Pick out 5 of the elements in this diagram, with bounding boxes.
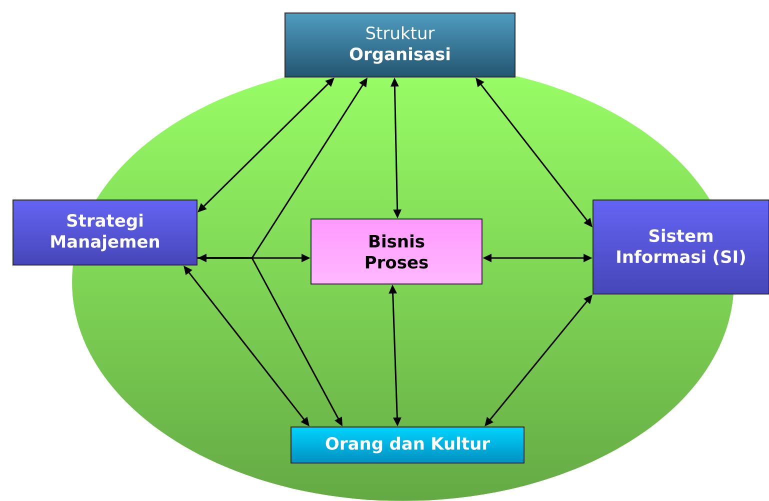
process-box: Sistem Informasi (SI) [592, 200, 769, 294]
process-box: Strategi Manajemen [12, 200, 198, 266]
header-box: Struktur Organisasi [284, 12, 516, 78]
process-box: Orang dan Kultur [290, 426, 524, 464]
process-box: Bisnis Proses [310, 218, 482, 284]
